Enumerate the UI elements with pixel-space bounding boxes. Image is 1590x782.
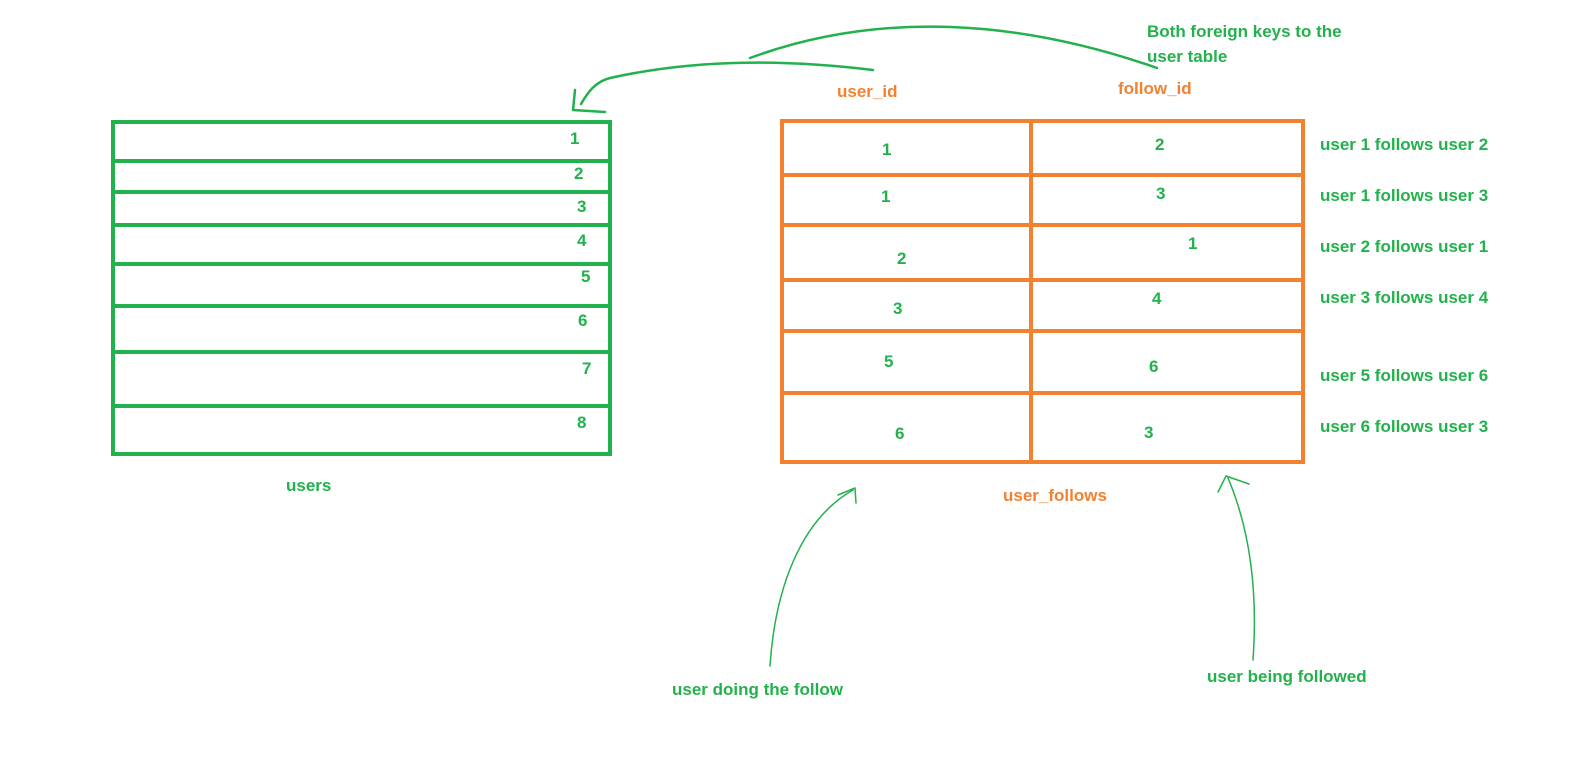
users-id-cell: 7	[582, 359, 592, 378]
follow-id-column-header: follow_id	[1118, 79, 1192, 98]
user-follows-cell: 1	[882, 140, 892, 159]
row-note: user 2 follows user 1	[1320, 237, 1489, 256]
user-follows-table	[780, 119, 1305, 464]
user-being-followed-arrow	[1227, 477, 1256, 661]
user-follows-cell: 3	[1156, 184, 1166, 203]
user-follows-cell: 2	[1155, 135, 1165, 154]
user-follows-cell: 6	[1149, 357, 1159, 376]
users-table	[111, 120, 612, 456]
user-follows-cell: 2	[897, 249, 907, 268]
row-note: user 1 follows user 3	[1320, 186, 1489, 205]
user-follows-cell: 3	[893, 299, 903, 318]
row-note: user 3 follows user 4	[1320, 288, 1489, 307]
users-table-caption: users	[286, 476, 332, 495]
row-note: user 1 follows user 2	[1320, 135, 1489, 154]
foreign-keys-annotation-line2: user table	[1147, 47, 1228, 66]
user-follows-cell: 3	[1144, 423, 1154, 442]
users-id-cell: 2	[574, 164, 584, 183]
user-follows-cell: 4	[1152, 289, 1162, 308]
user-follows-table-caption: user_follows	[1003, 486, 1107, 505]
users-table-border	[111, 120, 612, 456]
user-follows-cell: 1	[1188, 234, 1198, 253]
user-doing-follow-annotation: user doing the follow	[672, 680, 843, 699]
users-id-cell: 1	[570, 129, 580, 148]
users-id-cell: 4	[577, 231, 587, 250]
arrowhead-icon	[571, 88, 607, 114]
row-note: user 6 follows user 3	[1320, 417, 1489, 436]
foreign-key-arrow-to-users	[579, 61, 875, 106]
user-being-followed-annotation: user being followed	[1207, 667, 1367, 686]
row-note: user 5 follows user 6	[1320, 366, 1489, 385]
user-follows-table-border	[780, 119, 1305, 464]
user-follows-cell: 6	[895, 424, 905, 443]
foreign-key-arrow-top	[748, 25, 1159, 70]
users-id-cell: 3	[577, 197, 587, 216]
users-id-cell: 5	[581, 267, 591, 286]
users-id-cell: 8	[577, 413, 587, 432]
user-id-column-header: user_id	[837, 82, 898, 101]
arrowhead-icon	[837, 487, 857, 504]
foreign-keys-annotation-line1: Both foreign keys to the	[1147, 22, 1342, 41]
user-follows-cell: 5	[884, 352, 894, 371]
user-follows-cell: 1	[881, 187, 891, 206]
user-doing-follow-arrow	[769, 489, 854, 667]
users-id-cell: 6	[578, 311, 588, 330]
arrowhead-icon	[1217, 475, 1250, 493]
